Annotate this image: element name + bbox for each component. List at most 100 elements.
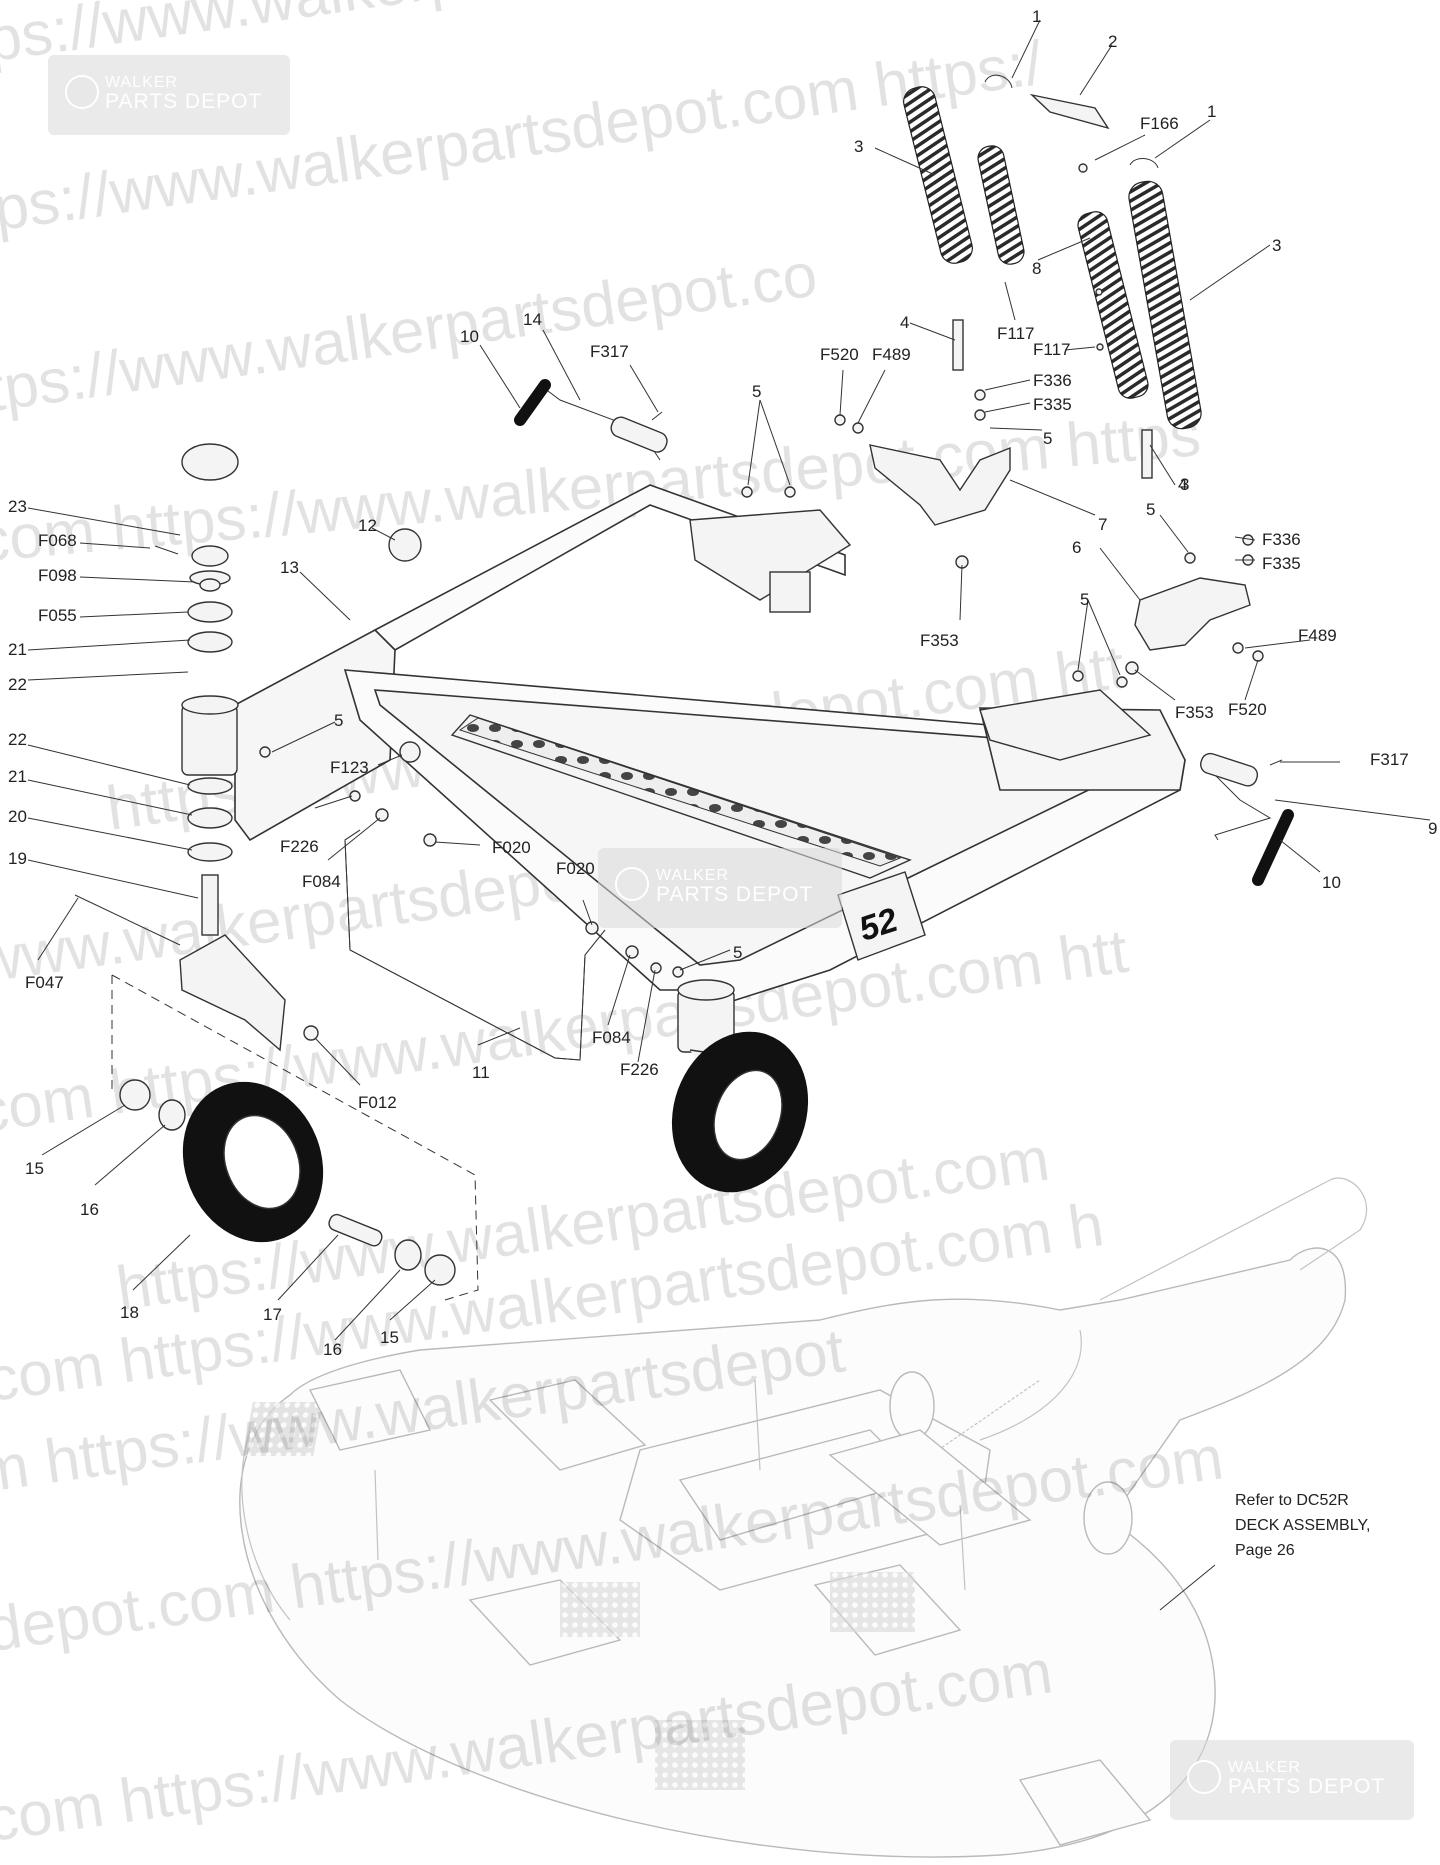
- leader-lines: [27, 19, 1431, 1611]
- hinge-right: [979, 689, 1152, 761]
- callout-label: F068: [38, 531, 77, 550]
- bolt-f520-right: [1252, 650, 1264, 662]
- callout-label: F489: [1298, 626, 1337, 645]
- reference-note-line: Page 26: [1235, 1542, 1295, 1559]
- nut-f336-right: [1242, 534, 1254, 546]
- callout-label: F123: [330, 758, 369, 777]
- nut-f336: [974, 389, 986, 401]
- pivot-arm-part-6: [1134, 577, 1251, 651]
- callout-label: F084: [302, 872, 341, 891]
- callout-label: F335: [1262, 554, 1301, 573]
- callout-label: 7: [1098, 515, 1107, 534]
- bumper-bar-part-11: [344, 829, 606, 1061]
- callout-label: F020: [492, 838, 531, 857]
- axle-part-17: [328, 1213, 383, 1247]
- callout-label: 22: [8, 675, 27, 694]
- callout-label: 12: [358, 516, 377, 535]
- callout-label: F117: [1033, 340, 1071, 359]
- pin-f317-right: [1269, 759, 1283, 766]
- nut-f098: [199, 578, 221, 592]
- brand-logo-center: WALKER PARTS DEPOT: [598, 848, 842, 928]
- callout-label: F489: [872, 345, 911, 364]
- callout-label: 10: [1322, 873, 1341, 892]
- deck-size-plate: [837, 871, 926, 961]
- callout-label: 15: [380, 1328, 399, 1347]
- spindle-part-19: [201, 874, 219, 936]
- bracket-part-2: [1029, 93, 1110, 130]
- callout-label: F336: [1262, 530, 1301, 549]
- watermark-line: com https://www.walkerpartsdepot.com htt…: [0, 400, 1203, 576]
- grease-fitting-part-5: [1072, 670, 1084, 682]
- grease-fitting-part-5: [1116, 676, 1128, 688]
- callout-label: F084: [592, 1028, 631, 1047]
- callout-label: 23: [8, 497, 27, 516]
- ring-part-1-top: [984, 74, 1013, 89]
- callout-label: 5: [334, 711, 343, 730]
- callout-label: F520: [820, 345, 859, 364]
- handle-grip-part-10-left: [514, 379, 551, 426]
- callout-label: 1: [1207, 102, 1216, 121]
- reference-note-line: DECK ASSEMBLY,: [1235, 1517, 1370, 1534]
- cap-part-23: [181, 443, 239, 481]
- pivot-arm-part-7: [869, 444, 1011, 526]
- grease-fitting-part-5: [1184, 552, 1196, 564]
- callout-label: 3: [1272, 236, 1281, 255]
- springs-group: [903, 74, 1202, 430]
- deck-frame: 52: [181, 484, 1186, 1006]
- callout-label: F098: [38, 566, 77, 585]
- walker-logo-icon: [65, 75, 99, 109]
- nut-f353-right: [1125, 661, 1139, 675]
- callout-label: 16: [323, 1340, 342, 1359]
- bolt-f226: [349, 790, 361, 802]
- walker-logo-icon: [1187, 1760, 1221, 1794]
- bearing-part-16-right: [394, 1239, 422, 1271]
- reference-note: Refer to DC52R DECK ASSEMBLY, Page 26: [1235, 1492, 1370, 1559]
- brand-logo-bottom-right: WALKER PARTS DEPOT: [1170, 1740, 1414, 1820]
- spacer-part-15-right: [424, 1254, 456, 1286]
- callout-label: 3: [854, 137, 863, 156]
- nut-f020: [423, 833, 437, 847]
- caster-right: [671, 979, 809, 1193]
- pivot-parts: [834, 319, 1264, 675]
- handles: [514, 379, 1294, 886]
- bearing-part-16-left: [158, 1099, 186, 1131]
- callout-label: 21: [8, 640, 27, 659]
- brand-logo-top-left: WALKER PARTS DEPOT: [48, 55, 290, 135]
- grease-fitting-part-5: [784, 486, 796, 498]
- callout-label: 5: [752, 382, 761, 401]
- bearing-part-21-upper: [191, 545, 229, 567]
- callout-label: F047: [25, 973, 64, 992]
- fasteners: [154, 411, 1283, 978]
- deck-assembly-ghost: [239, 1177, 1368, 1858]
- hinge-left-mount: [769, 571, 811, 613]
- reference-note-line: Refer to DC52R: [1235, 1492, 1349, 1509]
- bolt-f520: [834, 414, 846, 426]
- callout-label: 16: [80, 1200, 99, 1219]
- callout-label: F012: [358, 1093, 397, 1112]
- bolt-f047: [74, 894, 181, 946]
- eyebolt-part-4-top: [952, 319, 964, 371]
- grease-fitting-part-5: [672, 966, 684, 978]
- foot-step-holes: [458, 717, 902, 867]
- callout-label: 10: [460, 327, 479, 346]
- callout-label: 5: [1043, 429, 1052, 448]
- callout-label: 13: [280, 558, 299, 577]
- callout-label: 18: [120, 1303, 139, 1322]
- spacer-part-15-left: [119, 1079, 151, 1111]
- spacer-f335: [974, 409, 986, 421]
- callout-label: 1: [1032, 7, 1041, 26]
- callout-label: F226: [280, 837, 319, 856]
- callout-label: 22: [8, 730, 27, 749]
- nut-f020-right: [585, 921, 599, 935]
- fastener-f117-top: [1095, 288, 1103, 296]
- callout-label: 15: [25, 1159, 44, 1178]
- logo-brand-bottom: PARTS DEPOT: [656, 883, 813, 906]
- pin-f317: [651, 411, 663, 421]
- cone-part-22-lower: [187, 777, 233, 795]
- grommet-part-12: [388, 528, 422, 562]
- callout-label: 8: [1032, 259, 1041, 278]
- callout-label: F020: [556, 859, 595, 878]
- logo-brand-top: WALKER: [656, 867, 729, 884]
- caster-socket-right-top: [677, 979, 735, 1001]
